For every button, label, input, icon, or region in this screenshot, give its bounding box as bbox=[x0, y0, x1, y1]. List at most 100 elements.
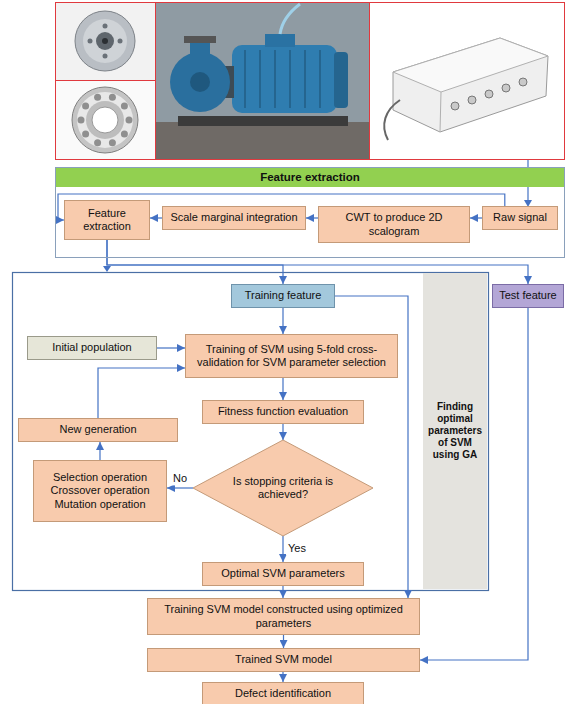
node-text: Raw signal bbox=[489, 211, 551, 224]
pump-motor-photo-part bbox=[304, 50, 306, 108]
flow-arrow bbox=[98, 368, 185, 418]
diamond-shape bbox=[193, 440, 373, 536]
daq-device-photo-part bbox=[502, 84, 510, 92]
bearing-photo-part bbox=[94, 139, 101, 146]
node-text: Feature extraction bbox=[65, 207, 149, 233]
node-text: Optimal SVM parameters bbox=[217, 567, 348, 580]
process-box: Selection operationCrossover operationMu… bbox=[33, 460, 167, 522]
bearing-photo-part bbox=[82, 131, 89, 138]
daq-device-photo-part bbox=[519, 78, 527, 86]
photo-frame bbox=[56, 3, 565, 160]
split-arrow bbox=[103, 266, 111, 272]
impeller-photo-part bbox=[88, 39, 93, 44]
daq-device-photo-part bbox=[451, 102, 459, 110]
process-box: Feature extraction bbox=[64, 200, 150, 240]
pump-motor-photo-part bbox=[156, 3, 369, 159]
flow-arrow bbox=[282, 586, 283, 598]
daq-device-photo-part bbox=[468, 96, 476, 104]
node-text: Fitness function evaluation bbox=[214, 405, 352, 418]
flow-arrow bbox=[99, 442, 100, 460]
flow-arrow bbox=[282, 424, 283, 440]
node-text: Test feature bbox=[495, 289, 560, 302]
pump-motor-photo-part bbox=[289, 50, 291, 108]
flow-arrow bbox=[283, 635, 284, 648]
pump-motor-photo-part bbox=[184, 36, 216, 43]
daq-device-photo-part bbox=[485, 90, 493, 98]
process-box: Defect identification bbox=[202, 682, 364, 704]
flow-arrow bbox=[282, 536, 283, 562]
daq-device-photo-part bbox=[393, 38, 548, 132]
bearing-photo-part bbox=[109, 94, 116, 101]
bearing-photo-part bbox=[92, 107, 118, 133]
impeller-photo-part bbox=[56, 3, 155, 80]
flow-arrow bbox=[282, 308, 283, 334]
impeller-photo-part bbox=[103, 54, 108, 59]
photo-frame-part bbox=[56, 3, 565, 160]
bearing-photo-part bbox=[56, 81, 155, 159]
node-text: Selection operation bbox=[49, 471, 151, 484]
input-box: Test feature bbox=[492, 284, 564, 308]
split-arrow-part bbox=[103, 266, 111, 272]
process-box: Scale marginal integration bbox=[162, 206, 306, 230]
optimization-frame-part bbox=[13, 273, 489, 591]
pump-motor-photo-part bbox=[190, 72, 210, 92]
feature-extraction-panel: Feature extractionFeature extractionScal… bbox=[55, 167, 565, 258]
edge-label: No bbox=[171, 472, 189, 485]
process-box: Training of SVM using 5-fold cross-valid… bbox=[185, 334, 398, 378]
node-text: Scale marginal integration bbox=[166, 211, 301, 224]
daq-device-photo-part bbox=[393, 38, 548, 92]
node-text: Training feature bbox=[241, 289, 326, 302]
impeller-photo-part bbox=[83, 19, 127, 63]
decision-diamond: Is stopping criteria is achieved? bbox=[193, 440, 373, 536]
start-box: Initial population bbox=[27, 336, 157, 360]
flow-arrow bbox=[167, 487, 193, 488]
impeller-photo bbox=[56, 3, 155, 80]
pump-motor-photo-part bbox=[232, 45, 337, 113]
optimization-frame bbox=[13, 273, 489, 591]
pump-motor-photo-part bbox=[190, 42, 210, 56]
node-text: Finding optimal parameters of SVM using … bbox=[423, 401, 487, 461]
bearing-photo-part bbox=[72, 87, 138, 153]
flow-arrow bbox=[282, 672, 283, 682]
daq-device-photo-part bbox=[384, 100, 400, 140]
bearing-photo-part bbox=[109, 139, 116, 146]
node-text: Training SVM model constructed using opt… bbox=[148, 603, 419, 629]
node-text: Trained SVM model bbox=[231, 653, 336, 666]
node-text: Defect identification bbox=[231, 687, 335, 700]
impeller-photo-part bbox=[118, 39, 123, 44]
pump-motor-photo-part bbox=[178, 116, 348, 126]
photo-frame-part bbox=[369, 3, 370, 160]
bearing-photo-part bbox=[126, 117, 133, 124]
process-box: Training SVM model constructed using opt… bbox=[147, 598, 420, 635]
bearing-photo-part bbox=[77, 92, 133, 148]
bearing-photo-part bbox=[86, 101, 124, 139]
pump-motor-photo bbox=[156, 3, 369, 159]
impeller-photo-part bbox=[75, 11, 135, 71]
impeller-photo-part bbox=[102, 38, 108, 44]
process-box: Raw signal bbox=[482, 206, 558, 230]
bearing-photo-part bbox=[78, 117, 85, 124]
edge-label: Yes bbox=[286, 542, 308, 555]
node-text: Is stopping criteria is achieved? bbox=[233, 475, 334, 501]
bearing-photo-part bbox=[121, 102, 128, 109]
side-band: Finding optimal parameters of SVM using … bbox=[423, 273, 487, 589]
node-text: Crossover operation bbox=[46, 484, 153, 497]
impeller-photo-part bbox=[103, 24, 108, 29]
process-box: New generation bbox=[18, 418, 178, 442]
input-box: Training feature bbox=[231, 284, 335, 308]
flow-arrow bbox=[157, 347, 185, 348]
flow-arrow bbox=[306, 217, 318, 218]
pump-motor-photo-part bbox=[274, 50, 276, 108]
flow-arrow bbox=[107, 240, 283, 284]
process-box: Fitness function evaluation bbox=[202, 400, 364, 424]
daq-device-photo-part bbox=[440, 92, 441, 132]
bearing-photo-part bbox=[94, 94, 101, 101]
node-text: CWT to produce 2D scalogram bbox=[319, 211, 469, 237]
photo-frame-part bbox=[56, 80, 156, 81]
pump-motor-photo-part bbox=[156, 122, 369, 159]
flow-arrow bbox=[470, 217, 482, 218]
impeller-photo-part bbox=[96, 32, 114, 50]
pump-motor-photo-part bbox=[259, 50, 261, 108]
node-text: Training of SVM using 5-fold cross-valid… bbox=[186, 343, 397, 369]
process-box: Trained SVM model bbox=[147, 648, 420, 672]
